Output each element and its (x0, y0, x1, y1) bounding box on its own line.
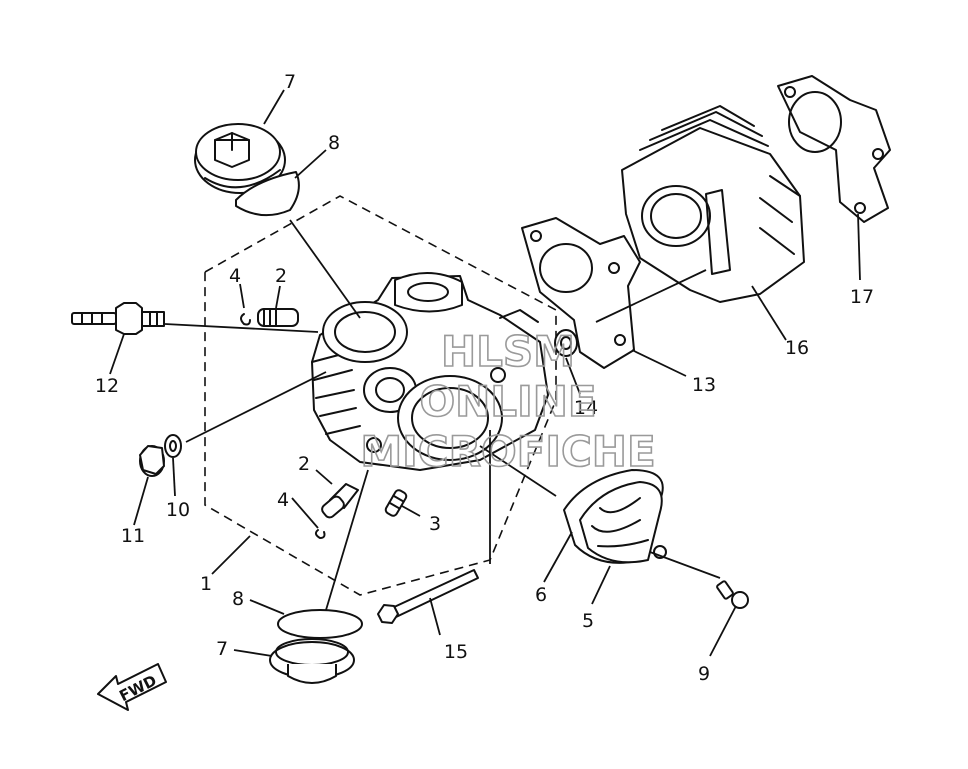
long-bolt[interactable] (377, 569, 479, 624)
oil-filler-cap-top[interactable] (194, 123, 286, 194)
callout-13: 13 (692, 374, 716, 396)
cylinder-head[interactable] (311, 271, 549, 471)
callout-14: 14 (574, 397, 598, 419)
o-ring-lower[interactable] (277, 609, 363, 639)
base-gasket[interactable] (777, 75, 891, 223)
watermark-line-2: ONLINE (419, 377, 596, 426)
callout-7-lower: 7 (216, 638, 228, 660)
watermark: HLSM ONLINE MICROFICHE (360, 326, 657, 477)
callout-5: 5 (582, 610, 594, 632)
head-gasket[interactable] (521, 217, 641, 369)
callout-9: 9 (698, 663, 710, 685)
callout-16: 16 (785, 337, 809, 359)
callout-2-upper: 2 (275, 265, 287, 287)
callout-6: 6 (535, 584, 547, 606)
forward-direction-arrow: FWD (97, 663, 167, 711)
o-ring-top[interactable] (235, 171, 300, 217)
spark-plug[interactable] (71, 302, 165, 335)
callout-7-top: 7 (284, 71, 296, 93)
dowel-pin-upper[interactable] (257, 308, 299, 327)
dowel-pin-lower[interactable] (320, 483, 359, 519)
clip-lower[interactable] (314, 529, 326, 539)
stud-bolt[interactable] (384, 489, 408, 518)
leader-lines (109, 89, 861, 657)
callout-15: 15 (444, 641, 468, 663)
clip-upper[interactable] (240, 313, 251, 326)
callout-4-lower: 4 (277, 489, 289, 511)
screw[interactable] (716, 580, 749, 609)
washer[interactable] (164, 434, 182, 458)
drain-plug[interactable] (139, 445, 165, 477)
cylinder[interactable] (621, 105, 805, 303)
oil-filler-cap-lower[interactable] (269, 638, 355, 684)
callout-17: 17 (850, 286, 874, 308)
assembly-boundary (204, 195, 557, 596)
watermark-line-3: MICROFICHE (360, 427, 655, 476)
callout-8-lower: 8 (232, 588, 244, 610)
dowel-fitting[interactable] (554, 329, 578, 357)
callout-3: 3 (429, 513, 441, 535)
callout-10: 10 (166, 499, 190, 521)
callout-4-upper: 4 (229, 265, 241, 287)
callout-8-top: 8 (328, 132, 340, 154)
watermark-line-1: HLSM (441, 327, 575, 376)
callout-labels: 7 8 4 2 12 10 11 1 2 4 3 8 7 15 6 5 9 14… (95, 71, 874, 685)
callout-1: 1 (200, 573, 212, 595)
callout-12: 12 (95, 375, 119, 397)
side-cover[interactable] (579, 481, 667, 564)
callout-2-lower: 2 (298, 453, 310, 475)
callout-11: 11 (121, 525, 145, 547)
